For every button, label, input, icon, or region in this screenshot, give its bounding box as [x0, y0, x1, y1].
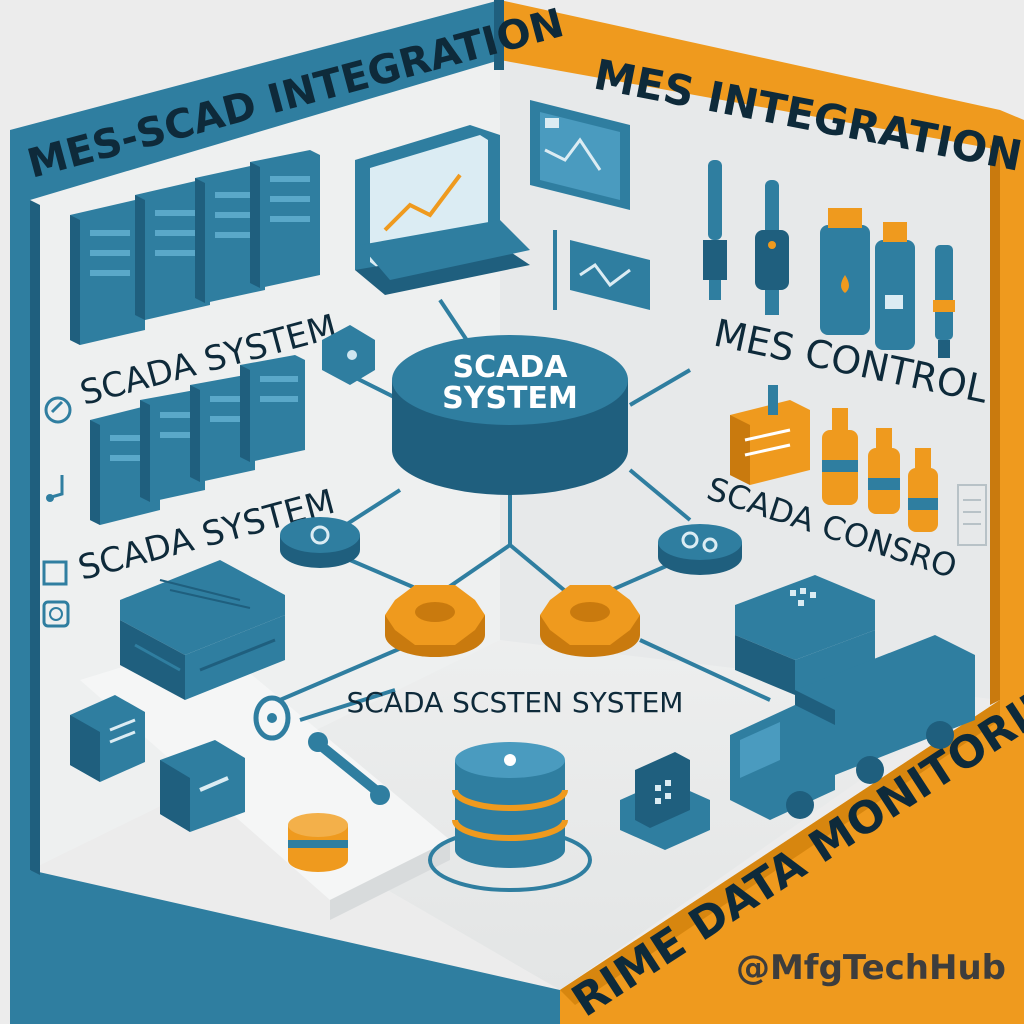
- router-icon: [735, 575, 875, 695]
- list-icon: [42, 560, 68, 586]
- monitor-chart-icon: [530, 100, 630, 210]
- gear-icon: [385, 585, 485, 657]
- watermark: @MfgTechHub: [735, 948, 1006, 988]
- sensor-box-icon: [322, 325, 375, 385]
- sensor-icon: [933, 245, 955, 358]
- truck-icon: [730, 635, 975, 820]
- tank-icon: [820, 208, 870, 335]
- server-rack-group-top: [70, 150, 320, 345]
- bottle-icon: [908, 448, 938, 532]
- info-icon: [44, 396, 72, 424]
- cube-icon: [70, 695, 145, 782]
- right-wall-frame: [500, 0, 1000, 150]
- center-bottom-label: SCADA SCSTEN SYSTEM: [347, 686, 684, 719]
- monitor-chart-icon: [570, 240, 650, 310]
- control-panel-icon: [620, 752, 710, 850]
- server-rack-icon: [250, 150, 320, 288]
- document-icon: [957, 484, 987, 546]
- gear-disc-left: [280, 517, 360, 568]
- tank-icon: [875, 222, 915, 350]
- refresh-icon: [42, 600, 70, 628]
- server-rack-icon: [190, 375, 255, 482]
- server-rack-group-mid: [90, 355, 305, 525]
- server-rack-icon: [70, 200, 145, 345]
- laptop-chart-icon: [355, 125, 530, 295]
- sensor-icon: [703, 160, 727, 300]
- sensor-icon: [755, 180, 789, 315]
- server-rack-icon: [140, 390, 205, 502]
- hub-label-line2: SYSTEM: [442, 381, 578, 416]
- gear-icon: [310, 525, 330, 545]
- right-wall: [500, 60, 1000, 700]
- server-rack-icon: [195, 165, 265, 303]
- scada-hub: [392, 335, 628, 495]
- wrench-icon: [308, 732, 390, 805]
- tool-box-icon: [160, 740, 245, 832]
- valve-icon: [253, 695, 291, 741]
- server-rack-icon: [135, 180, 210, 320]
- bottle-icon: [868, 428, 900, 514]
- database-icon: [452, 742, 568, 868]
- music-note-icon: [46, 475, 64, 502]
- gear-icon: [540, 585, 640, 657]
- control-panel-icon: [730, 385, 810, 485]
- server-rack-icon: [240, 355, 305, 462]
- bottle-icon: [822, 408, 858, 505]
- router-stack-icon: [120, 560, 285, 700]
- platform: [80, 640, 450, 900]
- gear-icon: [681, 531, 718, 553]
- hub-label-line1: SCADA: [453, 350, 569, 385]
- gear-disc-right: [658, 524, 742, 575]
- left-wall-frame: [10, 0, 560, 1024]
- coin-stack-icon: [288, 813, 348, 872]
